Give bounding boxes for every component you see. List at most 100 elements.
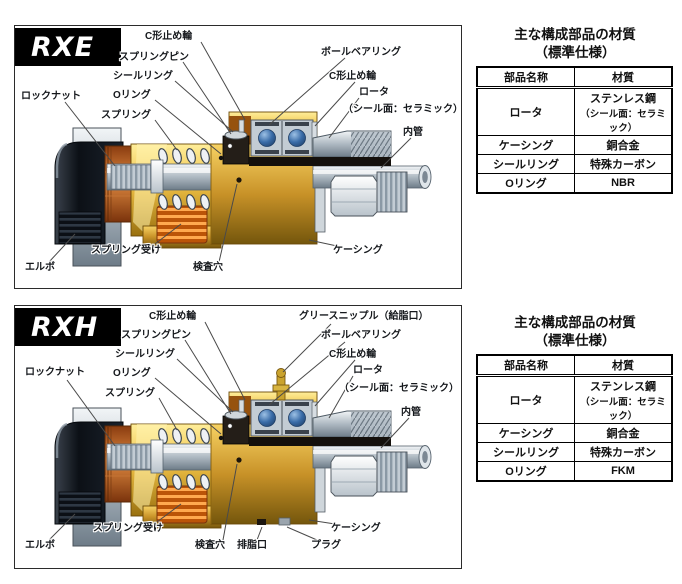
leader-spring-receiver xyxy=(156,503,182,523)
label-ball-bearing: ボールベアリング xyxy=(321,330,401,341)
label-spring-receiver: スプリング受け xyxy=(91,245,161,256)
leader-o-ring xyxy=(154,377,222,435)
cell-part-name: Oリング xyxy=(476,173,575,194)
label-elbow: エルボ xyxy=(25,540,55,551)
label-rotor-note: （シール面：セラミック） xyxy=(339,383,459,394)
label-rotor-note: （シール面：セラミック） xyxy=(343,104,463,115)
leader-lock-nut xyxy=(64,101,116,167)
leader-ball-bearing xyxy=(268,341,346,406)
leader-casing xyxy=(308,519,336,525)
cell-part-name: シールリング xyxy=(476,154,575,175)
label-inner-tube: 内管 xyxy=(401,407,421,418)
label-o-ring: Oリング xyxy=(113,368,151,379)
label-elbow: エルボ xyxy=(25,262,55,273)
leader-casing xyxy=(308,239,338,247)
label-casing: ケーシング xyxy=(331,523,381,534)
label-inner-tube: 内管 xyxy=(403,127,423,138)
label-seal-ring: シールリング xyxy=(113,71,173,82)
label-c-ring-right: C形止め輪 xyxy=(329,349,377,360)
cell-part-name: ケーシング xyxy=(476,135,575,156)
leader-spring xyxy=(154,119,178,151)
table-row: シールリング 特殊カーボン xyxy=(476,154,673,175)
leader-seal-ring xyxy=(176,358,234,413)
material-main: ステンレス鋼 xyxy=(590,381,656,394)
label-spring: スプリング xyxy=(105,388,155,399)
leader-c-ring-right xyxy=(314,81,356,127)
title-line-2: （標準仕様） xyxy=(534,332,616,348)
rotary-joint-drawing xyxy=(55,112,431,266)
col-header-material: 材質 xyxy=(574,354,673,378)
leader-spring xyxy=(158,397,178,431)
label-spring-receiver: スプリング受け xyxy=(93,523,163,534)
leader-lock-nut xyxy=(66,379,116,447)
leader-inspection-hole xyxy=(222,463,238,541)
leader-grease-nipple xyxy=(282,323,332,373)
leader-plug xyxy=(286,526,318,541)
cell-material: 銅合金 xyxy=(574,135,673,156)
cell-material: FKM xyxy=(574,461,673,482)
leader-spring-receiver xyxy=(154,223,182,245)
leader-lines xyxy=(48,41,412,263)
title-line-1: 主な構成部品の材質 xyxy=(514,27,636,42)
cell-material: 特殊カーボン xyxy=(574,442,673,463)
label-o-ring: Oリング xyxy=(113,90,151,101)
cell-part-name: ロータ xyxy=(476,375,575,425)
table-row: ケーシング 銅合金 xyxy=(476,423,673,444)
label-c-ring-right: C形止め輪 xyxy=(329,71,377,82)
leader-c-ring-right xyxy=(314,359,356,407)
table-row: シールリング 特殊カーボン xyxy=(476,442,673,463)
rxh-cross-section-illustration xyxy=(48,321,460,567)
leader-inner-tube xyxy=(380,417,410,449)
model-badge-rxe: RXE xyxy=(15,28,121,66)
label-drain-port: 排脂口 xyxy=(237,540,267,551)
label-c-ring-top: C形止め輪 xyxy=(149,311,197,322)
model-name: RXE xyxy=(31,31,95,63)
rxe-cross-section-illustration xyxy=(48,41,460,287)
col-header-material: 材質 xyxy=(574,66,673,90)
label-grease-nipple: グリースニップル（給脂口） xyxy=(299,311,429,322)
label-casing: ケーシング xyxy=(333,245,383,256)
material-main: ステンレス鋼 xyxy=(590,93,656,106)
label-spring: スプリング xyxy=(101,110,151,121)
label-spring-pin: スプリングピン xyxy=(119,52,189,63)
leader-rotor xyxy=(328,97,360,139)
leader-c-ring-top xyxy=(204,321,246,401)
label-ball-bearing: ボールベアリング xyxy=(321,47,401,58)
label-seal-ring: シールリング xyxy=(115,349,175,360)
table-row: Oリング NBR xyxy=(476,173,673,194)
cell-material: 銅合金 xyxy=(574,423,673,444)
leader-elbow xyxy=(48,233,76,263)
materials-block-rxh: 主な構成部品の材質 （標準仕様） 部品名称 材質 ロータ ステンレス鋼 （シール… xyxy=(476,314,674,483)
label-lock-nut: ロックナット xyxy=(25,367,85,378)
leader-spring-pin xyxy=(182,61,232,135)
cell-material: NBR xyxy=(574,173,673,194)
table-row: ロータ ステンレス鋼 （シール面：セラミック） xyxy=(476,87,673,137)
cell-material: 特殊カーボン xyxy=(574,154,673,175)
material-note: （シール面：セラミック） xyxy=(580,397,666,423)
cell-part-name: Oリング xyxy=(476,461,575,482)
leader-ball-bearing xyxy=(268,57,346,126)
materials-block-rxe: 主な構成部品の材質 （標準仕様） 部品名称 材質 ロータ ステンレス鋼 （シール… xyxy=(476,26,674,195)
table-row: Oリング FKM xyxy=(476,461,673,482)
materials-table: 部品名称 材質 ロータ ステンレス鋼 （シール面：セラミック） ケーシング 銅合… xyxy=(476,354,673,483)
label-lock-nut: ロックナット xyxy=(21,91,81,102)
leader-seal-ring xyxy=(174,80,234,133)
leader-rotor xyxy=(328,375,354,419)
title-line-2: （標準仕様） xyxy=(534,44,616,60)
materials-table-title: 主な構成部品の材質 （標準仕様） xyxy=(476,314,674,349)
cell-part-name: ケーシング xyxy=(476,423,575,444)
label-inspection-hole: 検査穴 xyxy=(193,262,223,273)
label-spring-pin: スプリングピン xyxy=(121,330,191,341)
cell-material: ステンレス鋼 （シール面：セラミック） xyxy=(574,375,673,425)
table-row: ロータ ステンレス鋼 （シール面：セラミック） xyxy=(476,375,673,425)
model-badge-rxh: RXH xyxy=(15,308,121,346)
leader-inspection-hole xyxy=(218,183,238,263)
col-header-part-name: 部品名称 xyxy=(476,354,575,378)
leader-spring-pin xyxy=(184,339,232,415)
leader-elbow xyxy=(48,513,76,541)
cell-material: ステンレス鋼 （シール面：セラミック） xyxy=(574,87,673,137)
cell-part-name: シールリング xyxy=(476,442,575,463)
diagram-panel-rxe: RXE C形止め輪 ボールベアリング スプリングピン C形止め輪 シールリング … xyxy=(14,25,463,289)
leader-drain-port xyxy=(256,526,263,541)
materials-table: 部品名称 材質 ロータ ステンレス鋼 （シール面：セラミック） ケーシング 銅合… xyxy=(476,66,673,195)
